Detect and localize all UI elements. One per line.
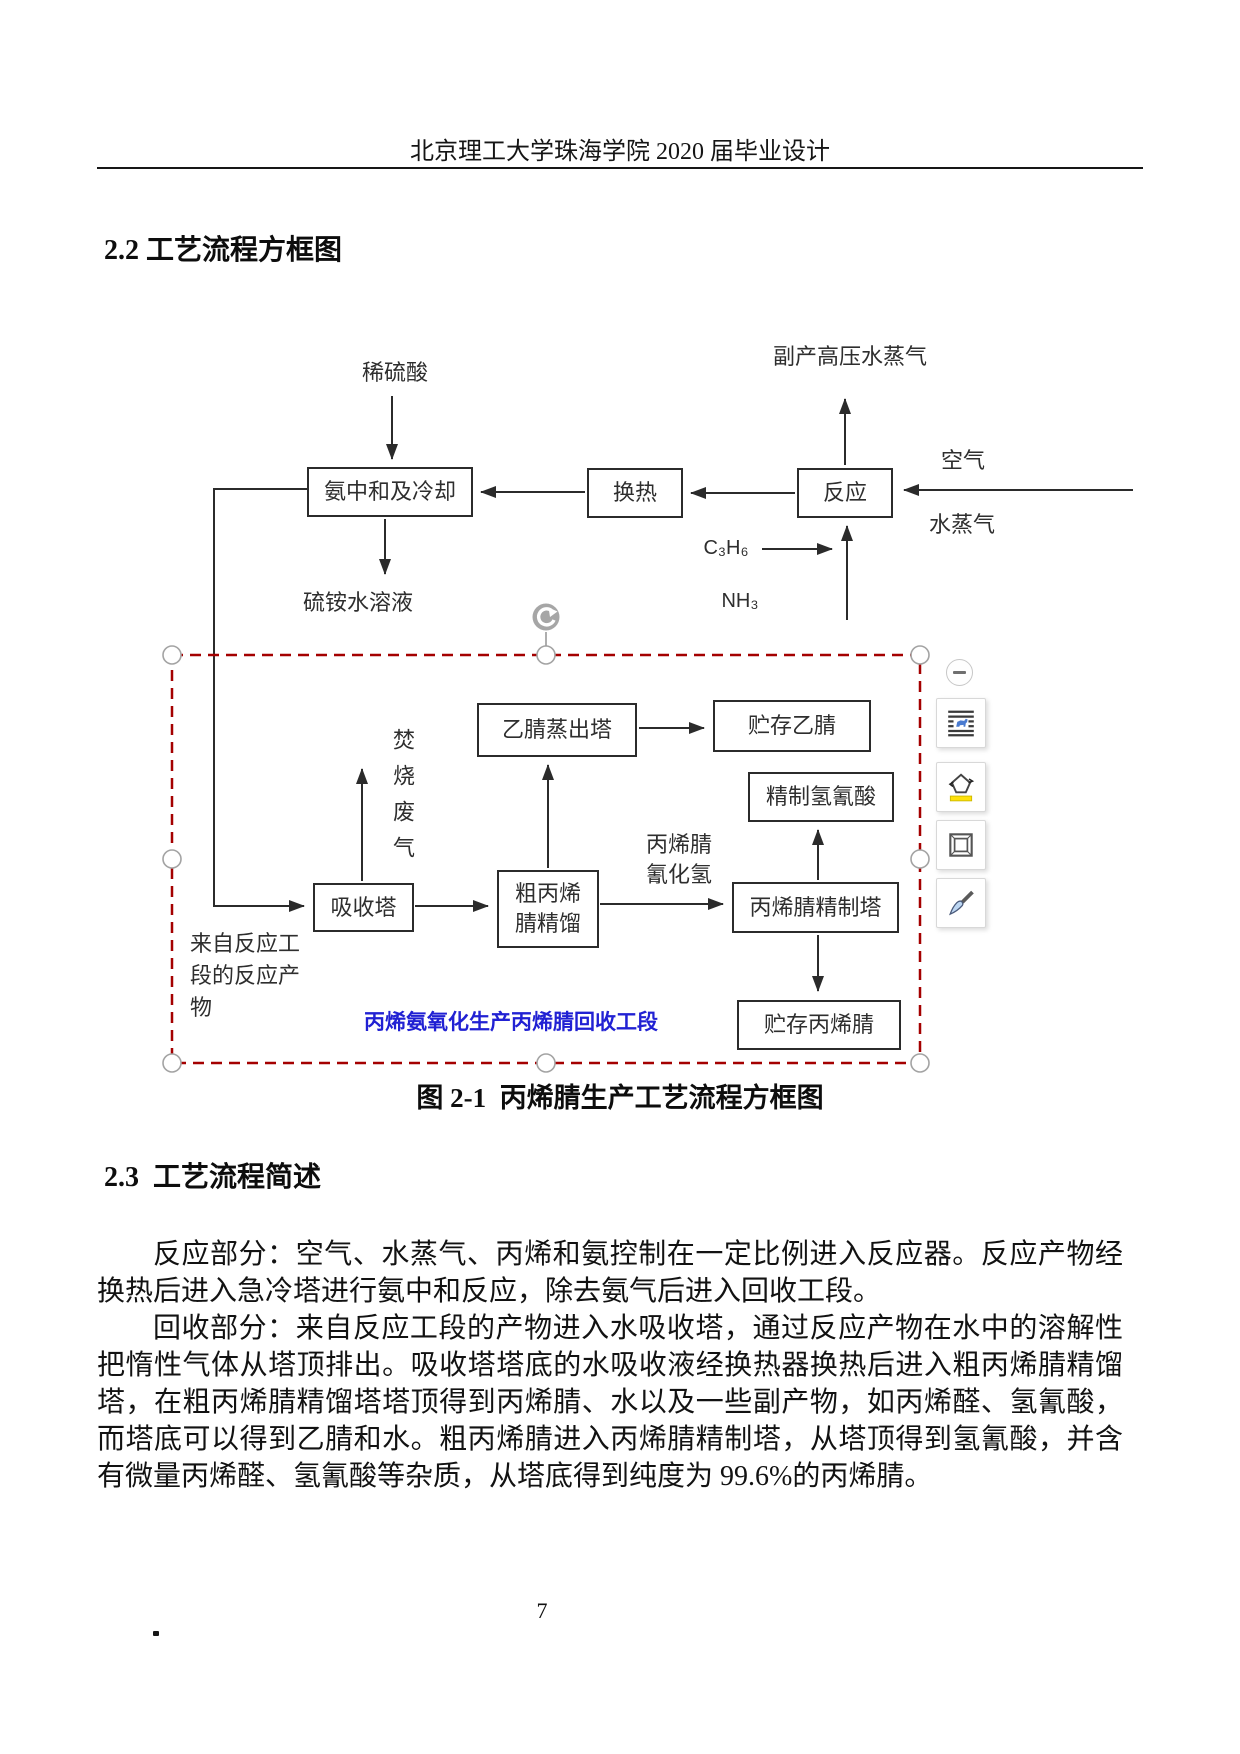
label-propylene-c3h6: C₃H₆ [703,537,749,559]
line-recycle-to-absorber [213,488,307,912]
box-label-line1: 粗丙烯 [514,881,581,907]
resize-handle-bottom-right [910,1053,930,1073]
label-from-reaction-section: 来自反应工段的反应产物 [190,931,301,1020]
box-label: 精制氢氰酸 [765,784,876,810]
resize-handle-bottom-center [536,1053,556,1073]
body-text: 反应部分：空气、水蒸气、丙烯和氨控制在一定比例进入反应器。反应产物经换热后进入急… [97,1236,1123,1495]
flow-box-acetonitrile-stripper: 乙腈蒸出塔 [477,703,637,757]
label-steam: 水蒸气 [928,512,995,537]
brush-icon [949,890,974,916]
label-an-hcn-line1: 丙烯腈 [645,832,712,857]
paragraph-recovery-part: 回收部分：来自反应工段的产物进入水吸收塔，通过反应产物在水中的溶解性把惰性气体从… [97,1313,1123,1492]
paragraph-reaction-part: 反应部分：空气、水蒸气、丙烯和氨控制在一定比例进入反应器。反应产物经换热后进入急… [97,1239,1123,1307]
box-label-line2: 腈精馏 [514,911,581,936]
crop-frame-icon [949,833,973,857]
box-label: 吸收塔 [330,894,397,920]
resize-handle-mid-left [162,849,182,869]
label-air: 空气 [940,448,985,473]
label-incinerated-waste-gas: 焚烧废气 [390,728,415,872]
label-dilute-sulfuric-acid: 稀硫酸 [361,360,428,385]
box-label: 丙烯腈精制塔 [749,894,882,920]
flow-box-an-storage: 贮存丙烯腈 [737,1000,901,1050]
layout-options-icon [948,710,974,737]
page-number: 7 [536,1598,548,1623]
resize-handle-top-center [536,645,556,665]
box-label: 贮存丙烯腈 [763,1012,874,1038]
flow-box-heat-exchange: 换热 [587,468,683,518]
resize-handle-bottom-left [162,1053,182,1073]
flow-box-ammonia-neutralization-cooling: 氨中和及冷却 [307,467,473,517]
toolbar-collapse-button[interactable] [946,659,973,686]
header-rule [97,167,1143,169]
box-label: 氨中和及冷却 [323,479,456,505]
section-heading-2-2: 2.2 工艺流程方框图 [104,235,343,266]
collapse-minus-icon [953,670,966,675]
box-label: 换热 [612,480,657,506]
label-ammonium-sulfate-solution: 硫铵水溶液 [302,590,413,615]
shape-fill-icon [948,773,975,802]
page-header: 北京理工大学珠海学院 2020 届毕业设计 [410,139,830,165]
resize-handle-mid-right [910,849,930,869]
shape-fill-button[interactable] [936,762,986,812]
stray-dot [153,1631,159,1636]
flow-box-acetonitrile-storage: 贮存乙腈 [713,700,871,752]
flow-box-reaction: 反应 [797,468,893,518]
figure-caption: 图 2-1 丙烯腈生产工艺流程方框图 [416,1083,824,1113]
flow-box-refined-hcn: 精制氢氰酸 [748,772,894,822]
rotate-handle-icon[interactable] [532,603,560,647]
crop-frame-button[interactable] [936,820,986,870]
box-label: 反应 [822,480,867,506]
brush-button[interactable] [936,878,986,928]
box-label: 贮存乙腈 [747,713,836,739]
label-recovery-section-title: 丙烯氨氧化生产丙烯腈回收工段 [364,1010,658,1034]
wrap-figure-glyph [956,718,968,727]
label-an-hcn-line2: 氰化氢 [645,861,712,887]
resize-handle-top-right [910,645,930,665]
flow-box-crude-an-distillation: 粗丙烯 腈精馏 [497,870,599,948]
flow-box-absorber: 吸收塔 [313,883,414,932]
label-an-hcn: 丙烯腈 氰化氢 [633,830,725,889]
layout-options-button[interactable] [936,698,986,748]
label-ammonia-nh3: NH₃ [721,590,759,612]
flow-box-an-refining-tower: 丙烯腈精制塔 [732,882,899,933]
box-label: 乙腈蒸出塔 [501,717,612,743]
resize-handle-top-left [162,645,182,665]
section-heading-2-3: 2.3 工艺流程简述 [104,1162,322,1193]
label-byproduct-hp-steam: 副产高压水蒸气 [772,344,927,369]
